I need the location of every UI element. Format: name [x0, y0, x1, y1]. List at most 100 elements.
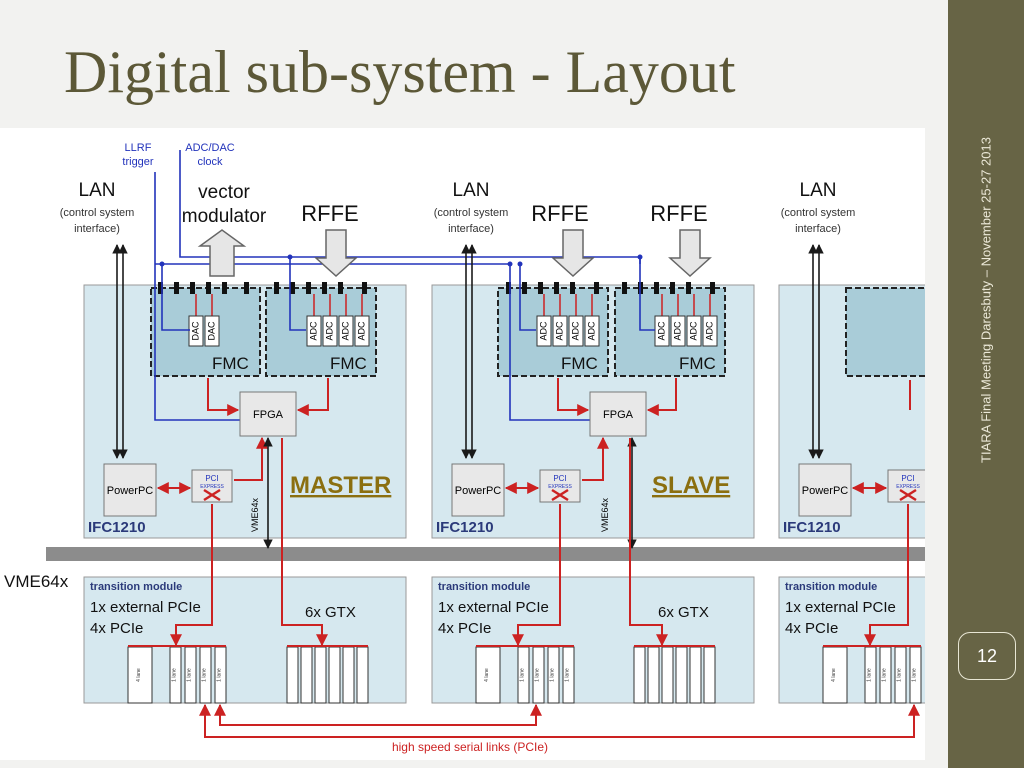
lane-label: 1 lane	[565, 668, 571, 682]
lan-sub1: (control system	[434, 207, 509, 219]
adc-label: ADC	[554, 321, 564, 341]
fmc-label: FMC	[679, 354, 716, 373]
lane-label: 1 lane	[202, 668, 208, 682]
connector-red-lines	[195, 294, 711, 316]
adc-label: ADC	[672, 321, 682, 341]
down-arrow-icon	[551, 229, 595, 278]
modulator-label: modulator	[182, 206, 267, 227]
pcie-local-links	[156, 436, 888, 494]
pcie-module-links	[128, 438, 921, 647]
fmc-label: FMC	[561, 354, 598, 373]
slave-label: SLAVE	[652, 472, 730, 499]
tm-line1: 1x external PCIe	[438, 599, 549, 616]
digital-subsystem-diagram: DAC DAC ADC ADC ADC ADC ADC ADC ADC ADC …	[0, 128, 925, 760]
down-arrow-icon	[668, 229, 712, 278]
board-label: IFC1210	[783, 519, 841, 536]
express-label: EXPRESS	[200, 484, 224, 490]
powerpc-label: PowerPC	[107, 485, 154, 497]
adc-label: ADC	[570, 321, 580, 341]
pci-label: PCI	[553, 474, 566, 483]
pci-label: PCI	[205, 474, 218, 483]
adcdac-label: ADC/DAC	[185, 142, 235, 154]
powerpc-label: PowerPC	[802, 485, 849, 497]
lane-label: 4 lane	[484, 668, 490, 682]
rffe-label: RFFE	[301, 201, 358, 226]
fpga-chip	[589, 391, 647, 437]
pcie-switch: PCI EXPRESS	[887, 469, 925, 503]
adc-label: ADC	[688, 321, 698, 341]
high-speed-serial-links	[199, 703, 920, 738]
lane-label: 1 lane	[520, 668, 526, 682]
lan-links	[112, 244, 824, 459]
lane-label: 1 lane	[535, 668, 541, 682]
adc-label: ADC	[340, 321, 350, 341]
adc-label: ADC	[586, 321, 596, 341]
lane-label: 1 lane	[897, 668, 903, 682]
up-arrow-icon	[197, 229, 247, 277]
pcie-switch: PCI EXPRESS	[191, 469, 233, 503]
vector-label: vector	[198, 182, 250, 203]
tm-line1: 1x external PCIe	[785, 599, 896, 616]
lan-label: LAN	[79, 180, 116, 201]
express-label: EXPRESS	[896, 484, 920, 490]
lane-connectors	[127, 646, 922, 704]
fpga-chip	[239, 391, 297, 437]
lan-sub1: (control system	[781, 207, 856, 219]
switch-cross-icon	[203, 488, 221, 502]
slide-title: Digital sub-system - Layout	[64, 39, 736, 105]
lan-label: LAN	[453, 180, 490, 201]
page-number: 12	[958, 632, 1016, 680]
powerpc-chip	[103, 463, 157, 517]
vme-vertical-label: VME64x	[600, 497, 610, 532]
gtx-label: 6x GTX	[305, 604, 356, 621]
switch-cross-icon	[551, 488, 569, 502]
gtx-label: 6x GTX	[658, 604, 709, 621]
junction-dots	[159, 254, 643, 267]
lane-label: 1 lane	[550, 668, 556, 682]
slide-footer: TIARA Final Meeting Daresbuty – November…	[978, 137, 994, 463]
vme-vertical-label: VME64x	[250, 497, 260, 532]
tm-line2: 4x PCIe	[90, 620, 143, 637]
rffe-label: RFFE	[531, 201, 588, 226]
adc-chips: ADC ADC ADC ADC ADC ADC ADC ADC ADC ADC …	[306, 315, 718, 347]
fpga-label: FPGA	[253, 409, 284, 421]
tm-title: transition module	[90, 581, 182, 593]
lane-label: 1 lane	[867, 668, 873, 682]
adc-label: ADC	[308, 321, 318, 341]
lan-sub2: interface)	[448, 223, 494, 235]
fmc-label: FMC	[212, 354, 249, 373]
lane-label: 1 lane	[172, 668, 178, 682]
vme-backplane-bar	[46, 547, 925, 561]
switch-cross-icon	[899, 488, 917, 502]
llrf-label: LLRF	[125, 142, 152, 154]
tm-line2: 4x PCIe	[785, 620, 838, 637]
rffe-label: RFFE	[650, 201, 707, 226]
lane-label: 1 lane	[882, 668, 888, 682]
adc-label: ADC	[656, 321, 666, 341]
lane-label: 4 lane	[136, 668, 142, 682]
lan-sub2: interface)	[795, 223, 841, 235]
powerpc-label: PowerPC	[455, 485, 502, 497]
tm-title: transition module	[785, 581, 877, 593]
fmc-label: FMC	[330, 354, 367, 373]
pcie-switch: PCI EXPRESS	[539, 469, 581, 503]
lan-sub2: interface)	[74, 223, 120, 235]
fmc-connector-pins	[158, 282, 715, 294]
down-arrow-icon	[314, 229, 358, 278]
master-label: MASTER	[290, 472, 391, 499]
trigger-label: trigger	[122, 156, 154, 168]
vme-bus-label: VME64x	[4, 572, 69, 591]
dac-chips: DAC DAC	[188, 315, 220, 347]
clock-label: clock	[197, 156, 223, 168]
pci-label: PCI	[901, 474, 914, 483]
lan-sub1: (control system	[60, 207, 135, 219]
lane-label: 1 lane	[912, 668, 918, 682]
tm-title: transition module	[438, 581, 530, 593]
lan-label: LAN	[800, 180, 837, 201]
dac-label: DAC	[190, 321, 200, 341]
adc-label: ADC	[704, 321, 714, 341]
express-label: EXPRESS	[548, 484, 572, 490]
lane-label: 1 lane	[187, 668, 193, 682]
tm-line1: 1x external PCIe	[90, 599, 201, 616]
adc-label: ADC	[356, 321, 366, 341]
